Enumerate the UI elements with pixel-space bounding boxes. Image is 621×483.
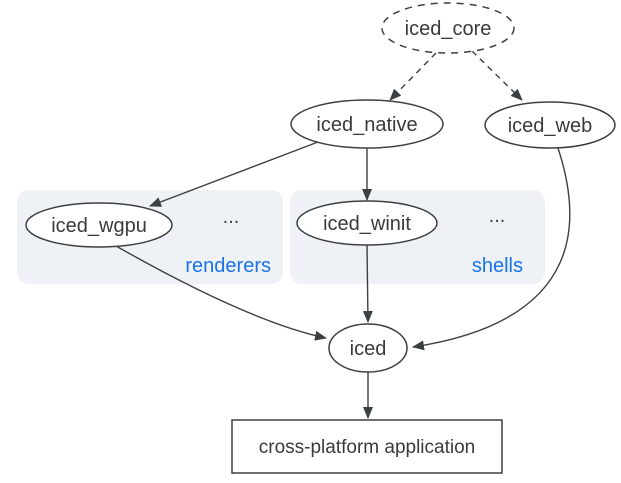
node-iced_winit: iced_winit xyxy=(296,200,438,246)
edge-iced_core-iced_native xyxy=(389,52,437,101)
group-shells-label: shells xyxy=(472,255,523,277)
renderers-ellipsis: ... xyxy=(223,206,240,228)
shells-ellipsis: ... xyxy=(489,205,506,227)
node-iced_winit-label: iced_winit xyxy=(323,213,411,235)
edge-iced_native-iced_wgpu xyxy=(149,141,319,207)
node-iced-label: iced xyxy=(350,338,387,360)
node-cross-platform-application: cross-platform application xyxy=(231,419,503,474)
node-iced: iced xyxy=(328,323,408,373)
node-iced_native: iced_native xyxy=(290,99,444,149)
node-iced_core-shape xyxy=(381,2,515,54)
edge-iced_core-iced_web xyxy=(471,50,523,101)
node-iced_web: iced_web xyxy=(484,101,616,149)
edge-iced_winit-iced xyxy=(362,244,373,323)
node-app-shape xyxy=(231,419,503,474)
node-iced_web-shape xyxy=(484,101,616,149)
edge-iced_web-iced xyxy=(412,147,571,351)
node-iced_winit-shape xyxy=(296,200,438,246)
node-iced_core-label: iced_core xyxy=(405,18,492,40)
node-iced_wgpu-label: iced_wgpu xyxy=(51,215,147,237)
node-iced-shape xyxy=(328,323,408,373)
node-iced_native-shape xyxy=(290,99,444,149)
node-iced_wgpu-shape xyxy=(25,202,173,248)
node-iced_native-label: iced_native xyxy=(316,114,417,136)
node-iced_web-label: iced_web xyxy=(508,115,593,137)
node-app-label: cross-platform application xyxy=(259,437,475,458)
group-renderers-label: renderers xyxy=(185,255,271,277)
edge-iced_wgpu-iced xyxy=(115,245,327,341)
node-iced_core: iced_core xyxy=(381,2,515,54)
node-iced_wgpu: iced_wgpu xyxy=(25,202,173,248)
